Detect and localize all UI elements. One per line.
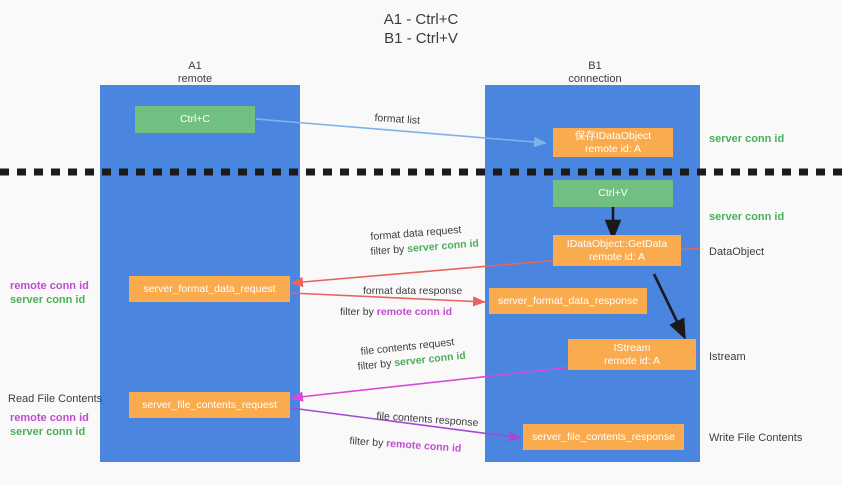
box-ctrl-v[interactable]: Ctrl+V — [553, 180, 673, 207]
column-b1-name: B1 — [588, 60, 602, 72]
box-idataobject-getdata[interactable]: IDataObject::GetData remote id: A — [553, 235, 681, 266]
label-file-contents-response: file contents response — [376, 409, 479, 430]
box-server-file-contents-response[interactable]: server_file_contents_response — [523, 424, 684, 450]
column-header-b1: B1 connection — [530, 60, 660, 86]
column-a1-sub: remote — [177, 73, 213, 85]
box-server-format-data-request-label: server_format_data_request — [143, 282, 276, 295]
label-bottom-server-conn-id: server conn id — [10, 426, 86, 438]
filter-value-remote-conn-id: remote conn id — [385, 437, 462, 455]
box-istream[interactable]: IStream remote id: A — [568, 339, 696, 370]
label-server-conn-id-top: server conn id — [709, 133, 785, 145]
box-server-format-data-response[interactable]: server_format_data_response — [489, 288, 647, 314]
box-server-file-contents-request-label: server_file_contents_request — [142, 398, 277, 411]
box-server-file-contents-request[interactable]: server_file_contents_request — [129, 392, 290, 418]
column-a1-name: A1 — [188, 60, 202, 72]
divider-dashed-line — [0, 168, 842, 176]
box-ctrl-c[interactable]: Ctrl+C — [135, 106, 255, 133]
label-server-conn-id-mid: server conn id — [709, 211, 785, 223]
label-format-data-response-filter: filter by remote conn id — [340, 305, 452, 319]
box-ctrl-v-label: Ctrl+V — [598, 187, 628, 199]
label-bottom-remote-conn-id: remote conn id — [10, 412, 89, 424]
label-write-file-contents: Write File Contents — [709, 432, 803, 444]
label-file-contents-response-filter: filter by remote conn id — [349, 434, 462, 456]
filter-value-remote-conn-id: remote conn id — [376, 306, 453, 318]
box-save-idataobject-line2: remote id: A — [584, 142, 642, 155]
box-getdata-line2: remote id: A — [588, 250, 646, 263]
column-header-a1: A1 remote — [130, 60, 260, 86]
label-dataobject: DataObject — [709, 246, 765, 258]
filter-prefix: filter by — [349, 434, 387, 450]
label-read-file-contents: Read File Contents — [8, 393, 103, 405]
box-server-file-contents-response-label: server_file_contents_response — [531, 430, 675, 443]
label-format-list: format list — [374, 111, 421, 127]
label-mid-remote-conn-id: remote conn id — [10, 280, 89, 292]
title-line-2: B1 - Ctrl+V — [384, 30, 458, 47]
label-mid-server-conn-id: server conn id — [10, 294, 86, 306]
box-istream-line1: IStream — [613, 341, 651, 354]
box-server-format-data-response-label: server_format_data_response — [497, 294, 639, 307]
label-format-data-response: format data response — [363, 285, 463, 297]
box-istream-line2: remote id: A — [603, 354, 661, 367]
filter-prefix: filter by — [340, 306, 377, 318]
filter-prefix: filter by — [370, 243, 408, 258]
box-getdata-line1: IDataObject::GetData — [566, 237, 668, 250]
title-line-1: A1 - Ctrl+C — [383, 11, 459, 28]
box-ctrl-c-label: Ctrl+C — [179, 113, 211, 125]
label-istream: Istream — [709, 351, 746, 363]
diagram-title: A1 - Ctrl+C B1 - Ctrl+V — [0, 10, 842, 48]
box-save-idataobject[interactable]: 保存IDataObject remote id: A — [553, 128, 673, 157]
box-save-idataobject-line1: 保存IDataObject — [574, 129, 652, 142]
box-server-format-data-request[interactable]: server_format_data_request — [129, 276, 290, 302]
filter-prefix: filter by — [357, 357, 395, 373]
column-b1-sub: connection — [568, 73, 622, 85]
